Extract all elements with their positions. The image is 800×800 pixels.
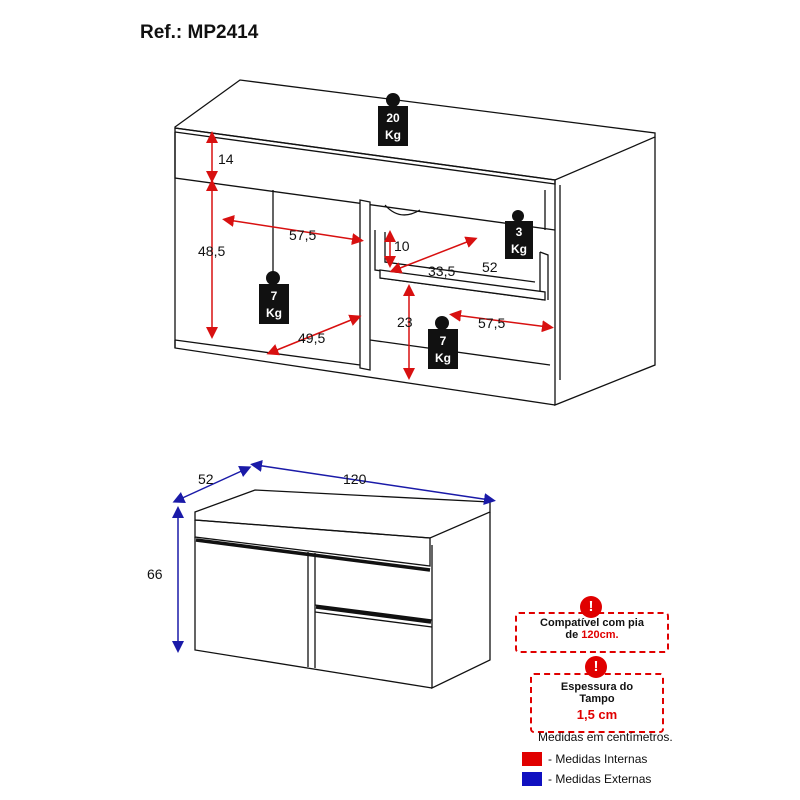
dim-external-height: 66 [147,566,163,582]
weight-icon: 3 Kg [505,210,533,259]
svg-text:Kg: Kg [266,306,282,320]
legend-external-swatch [522,772,542,786]
sink-compatibility-note: Compatível com pia de 120cm. [515,612,669,653]
legend-internal-label: - Medidas Internas [548,752,648,766]
weight-icon: 20 Kg [378,93,408,146]
dim-external-depth: 52 [198,471,214,487]
svg-text:Kg: Kg [435,351,451,365]
dim-external-width: 120 [343,471,367,487]
dim-left-depth: 49,5 [298,330,325,346]
exclamation-icon: ! [580,596,602,618]
handle-lines [195,538,432,624]
legend-external-label: - Medidas Externas [548,772,652,786]
sink-note-line1: Compatível com pia [540,617,644,629]
svg-text:Kg: Kg [511,242,527,256]
dim-right-lower-depth: 57,5 [478,315,505,331]
svg-text:3: 3 [516,225,523,239]
weight-icon: 7 Kg [259,271,289,324]
open-cabinet-drawing [174,79,656,406]
weight-icon: 7 Kg [428,316,458,369]
svg-text:7: 7 [271,289,278,303]
svg-text:7: 7 [440,334,447,348]
internal-dimension-lines [206,131,554,380]
top-thickness-note: Espessura do Tampo 1,5 cm [530,673,664,733]
dim-right-lower-height: 23 [397,314,413,330]
dim-top-space-height: 14 [218,151,234,167]
reference-title: Ref.: MP2414 [140,22,259,43]
svg-text:Kg: Kg [385,128,401,142]
top-thickness-title1: Espessura do [560,681,634,693]
dim-drawer-height: 10 [394,238,410,254]
exclamation-icon: ! [585,656,607,678]
legend-caption: Medidas em centímetros. [538,730,673,744]
dim-drawer-width: 33,5 [428,263,455,279]
sink-note-line2: de 120cm. [565,629,619,641]
dim-left-width: 57,5 [289,227,316,243]
svg-text:20: 20 [386,111,400,125]
dim-drawer-depth: 52 [482,259,498,275]
closed-cabinet-drawing [194,489,491,690]
dim-left-height: 48,5 [198,243,225,259]
top-thickness-title2: Tampo [579,693,615,705]
legend-internal-swatch [522,752,542,766]
top-thickness-value: 1,5 cm [576,707,618,722]
external-dimension-lines [172,459,496,653]
